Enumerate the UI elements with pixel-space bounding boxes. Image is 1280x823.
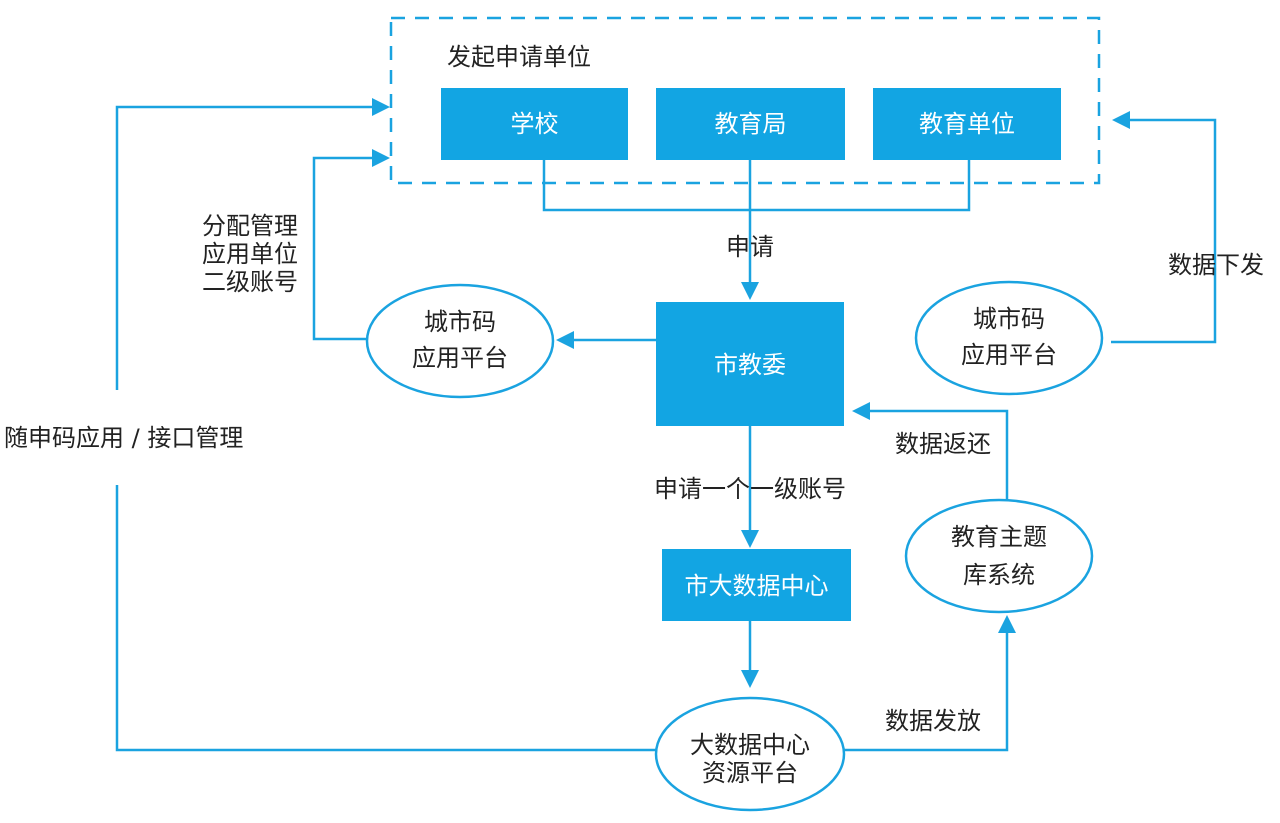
data-release-label: 数据发放 xyxy=(885,707,981,735)
resource-line2: 资源平台 xyxy=(702,759,798,787)
data-distribute-label: 数据下发 xyxy=(1168,251,1264,279)
bigdata-center-arrowhead xyxy=(741,530,759,548)
applicant-group-title: 发起申请单位 xyxy=(447,43,591,71)
edu-unit-box xyxy=(873,88,1061,160)
assign-label-line1: 分配管理 xyxy=(202,212,298,240)
left-citycode-to-group-line xyxy=(312,156,376,341)
apply-account-label: 申请一个一级账号 xyxy=(654,475,846,503)
theme-arrowhead xyxy=(998,615,1016,633)
assign-label-line2: 应用单位 xyxy=(202,240,298,268)
theme-line2: 库系统 xyxy=(963,561,1035,589)
assign-label-line3: 二级账号 xyxy=(202,268,298,296)
theme-to-committee-line xyxy=(866,409,1009,500)
right-citycode-to-group-line xyxy=(1111,118,1217,344)
outer-left-arrowhead xyxy=(372,98,390,116)
resource-to-theme-line xyxy=(843,632,1009,752)
left-citycode-arrowhead xyxy=(556,331,574,349)
right-citycode-line1: 城市码 xyxy=(973,305,1045,333)
school-label: 学校 xyxy=(511,110,559,138)
resource-line1: 大数据中心 xyxy=(690,731,810,759)
data-return-arrowhead xyxy=(852,402,870,420)
city-edu-committee-box xyxy=(656,302,844,426)
left-citycode-line2: 应用平台 xyxy=(412,344,508,372)
bigdata-resource-platform xyxy=(654,696,846,812)
edu-theme-db-system xyxy=(904,498,1094,614)
city-edu-committee-label: 市教委 xyxy=(714,351,786,379)
right-citycode-line2: 应用平台 xyxy=(961,341,1057,369)
theme-line1: 教育主题 xyxy=(951,523,1047,551)
applicant-group-frame xyxy=(389,16,1101,185)
apply-label: 申请 xyxy=(726,233,774,261)
committee-arrowhead xyxy=(741,282,759,300)
edu-bureau-label: 教育局 xyxy=(715,110,787,138)
edu-bureau-box xyxy=(656,88,845,160)
resource-arrowhead xyxy=(741,670,759,688)
school-to-merge-line xyxy=(542,160,971,212)
left-citycode-platform xyxy=(365,283,555,399)
right-citycode-platform xyxy=(914,280,1104,396)
left-citycode-line1: 城市码 xyxy=(424,308,496,336)
data-distribute-arrowhead xyxy=(1112,111,1130,129)
assign-arrowhead xyxy=(372,149,390,167)
edu-unit-label: 教育单位 xyxy=(919,110,1015,138)
outer-left-upper-line xyxy=(115,105,376,390)
app-interface-manage-label: 随申码应用 / 接口管理 xyxy=(4,424,243,452)
outer-left-lower-line xyxy=(115,485,657,752)
city-bigdata-center-box xyxy=(662,549,851,621)
school-box xyxy=(441,88,628,160)
city-bigdata-center-label: 市大数据中心 xyxy=(685,572,829,600)
data-return-label: 数据返还 xyxy=(895,430,991,458)
